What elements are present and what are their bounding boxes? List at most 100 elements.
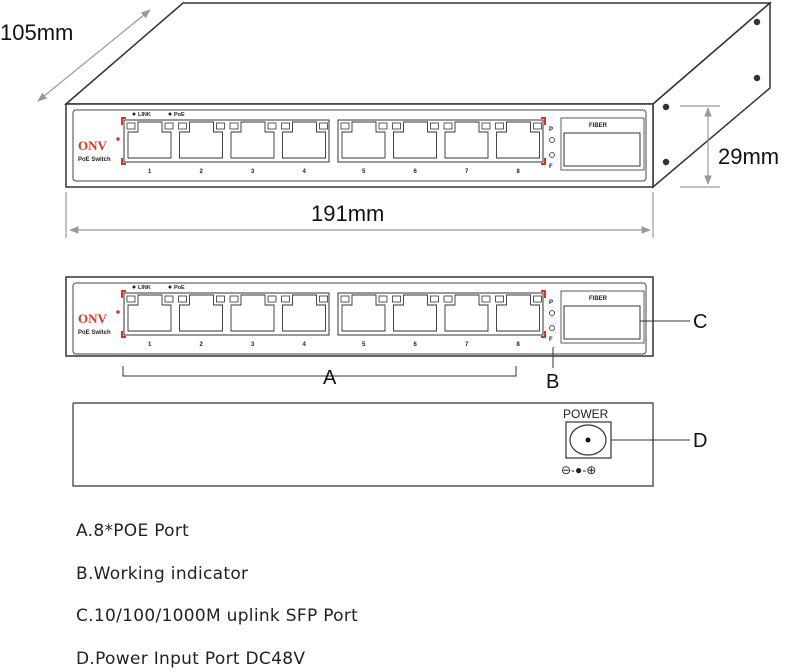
led-poe-label: PoE (174, 112, 185, 118)
legend-item-a: A.8*POE Port (76, 521, 190, 541)
callout-b: B (546, 371, 559, 393)
port-number: 8 (517, 342, 521, 348)
link-led-icon (340, 122, 350, 130)
power-label: POWER (563, 407, 609, 421)
port-number: 5 (362, 169, 366, 175)
width-dimension: 191mm (311, 201, 384, 226)
port-number: 3 (251, 169, 255, 175)
poe-led-icon (319, 122, 328, 130)
fiber-frame (560, 290, 645, 344)
led-link-label: LINK (138, 112, 151, 118)
indicator-f-label: F (549, 164, 553, 170)
front-panel: ONV PoE Switch LINK PoE 1 2 3 4 5 6 7 8 P F FIBER (72, 282, 647, 355)
link-led-icon (443, 295, 453, 303)
poe-led-icon (533, 295, 542, 303)
led-poe-label: PoE (174, 285, 185, 291)
model-label: PoE Switch (78, 330, 111, 336)
port-number: 5 (362, 342, 366, 348)
port-number: 6 (414, 342, 418, 348)
port-number: 7 (465, 342, 469, 348)
poe-led-icon (430, 122, 439, 130)
bracket-mark (541, 290, 546, 338)
legend-item-b: B.Working indicator (76, 564, 249, 584)
link-led-icon (126, 295, 136, 303)
link-led-icon (443, 122, 453, 130)
link-led-icon (495, 295, 504, 303)
port-number: 4 (303, 342, 307, 348)
brand-logo: ONV (78, 311, 108, 326)
rj45-port-icon (179, 121, 223, 159)
port-number: 2 (200, 169, 204, 175)
indicator-p-label: P (549, 300, 553, 306)
port-group-frame (123, 292, 330, 336)
indicator-p-label: P (549, 127, 553, 133)
port-group-frame (123, 119, 330, 163)
poe-led-icon (481, 122, 491, 130)
front-panel-frame (65, 276, 654, 357)
link-led-icon (281, 295, 290, 303)
poe-led-icon (267, 295, 277, 303)
sfp-port (563, 132, 641, 167)
rj45-port-icon (496, 121, 540, 159)
rj45-port-icon (127, 121, 172, 159)
dimension-lines (37, 9, 720, 238)
callout-c: C (693, 311, 707, 333)
port-number: 1 (148, 342, 152, 348)
poe-led-icon (164, 122, 174, 130)
port-number: 4 (303, 169, 307, 175)
bracket-mark (121, 117, 126, 165)
depth-dimension: 105mm (0, 20, 73, 45)
link-led-icon (178, 122, 187, 130)
link-led-icon (126, 122, 136, 130)
poe-led-icon (430, 295, 439, 303)
indicator-led-icon (549, 152, 555, 158)
rj45-port-icon (341, 294, 386, 332)
led-link-label: LINK (138, 285, 151, 291)
rj45-port-icon (341, 121, 386, 159)
rj45-port-icon (444, 121, 489, 159)
rj45-port-icon (282, 294, 326, 332)
rj45-port-icon (393, 294, 437, 332)
power-jack-icon (569, 424, 607, 456)
link-led-icon (340, 295, 350, 303)
port-group-frame (337, 119, 544, 163)
poe-led-icon (216, 295, 225, 303)
bracket-mark (541, 117, 546, 165)
link-led-icon (392, 295, 401, 303)
link-led-icon (392, 122, 401, 130)
rj45-port-icon (230, 121, 275, 159)
panel-inner-border (72, 282, 647, 355)
back-panel: POWER ⊖-●-⊕ (72, 402, 654, 487)
legend-item-c: C.10/100/1000M uplink SFP Port (76, 606, 359, 626)
poe-led-icon (216, 122, 225, 130)
rj45-port-icon (127, 294, 172, 332)
port-number: 2 (200, 342, 204, 348)
rj45-port-icon (393, 121, 437, 159)
port-number: 8 (517, 169, 521, 175)
link-led-icon (281, 122, 290, 130)
port-number: 7 (465, 169, 469, 175)
fiber-label: FIBER (589, 296, 608, 302)
rj45-port-icon (179, 294, 223, 332)
poe-led-icon (533, 122, 542, 130)
indicator-led-icon (549, 137, 555, 143)
rj45-port-icon (230, 294, 275, 332)
indicator-f-label: F (549, 337, 553, 343)
poe-led-icon (481, 295, 491, 303)
led-dot-icon (132, 285, 136, 289)
port-number: 3 (251, 342, 255, 348)
link-led-icon (495, 122, 504, 130)
height-dimension: 29mm (718, 144, 779, 169)
port-group-frame (337, 292, 544, 336)
link-led-icon (178, 295, 187, 303)
led-dot-icon (132, 112, 136, 116)
fiber-label: FIBER (589, 123, 608, 129)
legend-item-d: D.Power Input Port DC48V (76, 649, 306, 669)
fiber-frame (560, 117, 645, 171)
callout-lines (122, 320, 690, 441)
switch-3d-body (63, 1, 773, 189)
callout-a: A (323, 367, 337, 389)
brand-logo: ONV (78, 138, 108, 153)
